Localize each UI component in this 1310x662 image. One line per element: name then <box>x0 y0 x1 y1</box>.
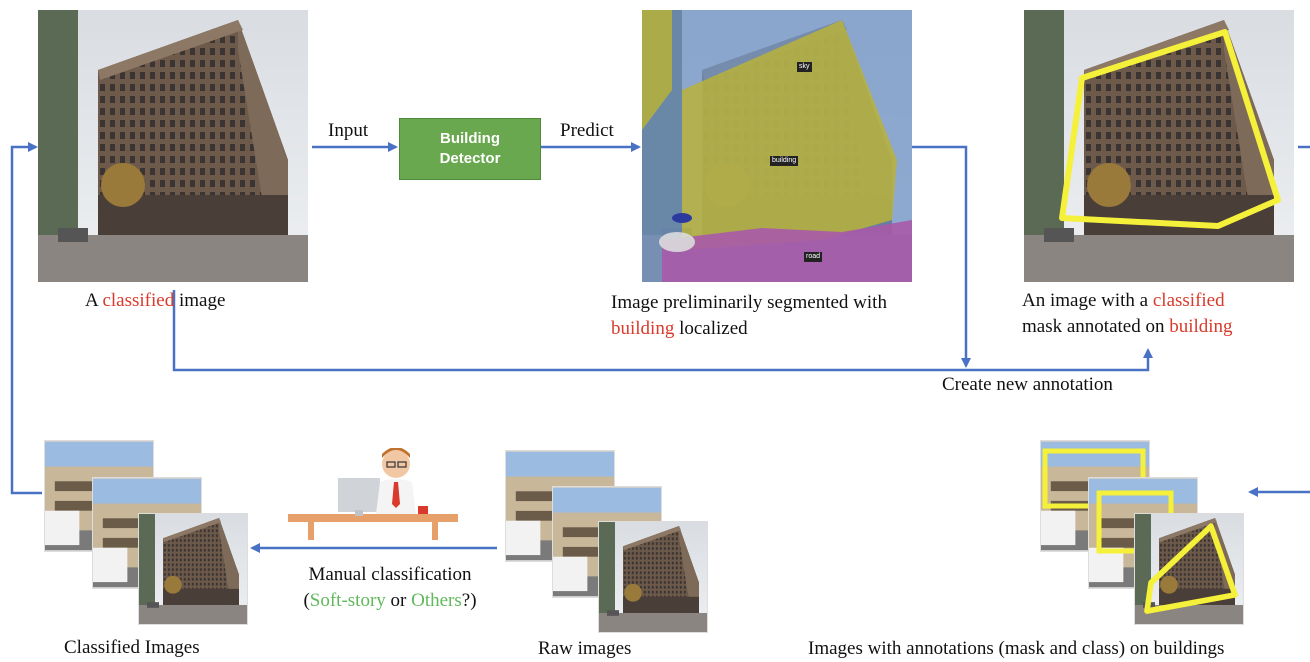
building-detector-box: Building Detector <box>399 118 541 180</box>
caption-highlight: building <box>611 318 675 339</box>
segmented-image-caption: Image preliminarily segmented with build… <box>611 290 887 342</box>
segmented-image: sky building road <box>642 10 912 282</box>
caption-text: ( <box>303 590 310 611</box>
segment-to-annotation-arrow <box>912 145 971 368</box>
manual-label-line2: (Soft-story or Others?) <box>283 588 497 614</box>
caption-text: localized <box>674 318 748 339</box>
classified-image <box>38 10 308 282</box>
caption-text: Image preliminarily segmented with <box>611 292 887 313</box>
caption-highlight: building <box>1169 316 1233 337</box>
annotated-stack-image <box>1134 513 1244 625</box>
caption-highlight: classified <box>1152 290 1225 311</box>
caption-text: A <box>85 290 103 311</box>
person-at-desk-icon <box>288 447 458 548</box>
detector-label-line2: Detector <box>439 150 501 167</box>
seg-tag-sky: sky <box>797 62 812 72</box>
classified-to-annotation-arrow <box>172 290 1153 372</box>
caption-highlight: classified <box>102 290 175 311</box>
classified-images-label: Classified Images <box>64 637 200 658</box>
classified-stack-image <box>138 513 248 625</box>
raw-images-label: Raw images <box>538 638 632 659</box>
predict-label: Predict <box>560 120 614 141</box>
input-label: Input <box>328 120 369 141</box>
seg-tag-building: building <box>770 156 799 166</box>
annotated-image <box>1020 10 1298 282</box>
soft-story-option: Soft-story <box>309 590 386 611</box>
feedback-loop-arrow <box>10 142 42 495</box>
seg-tag-road: road <box>804 252 823 262</box>
classified-image-caption: A classified image <box>85 288 225 314</box>
detector-label-line1: Building <box>440 130 500 147</box>
manual-classification-label: Manual classification (Soft-story or Oth… <box>283 562 497 614</box>
caption-text: image <box>174 290 226 311</box>
caption-text: An image with a <box>1022 290 1153 311</box>
create-annotation-label: Create new annotation <box>942 374 1113 395</box>
caption-text: mask annotated on <box>1022 316 1170 337</box>
caption-text: or <box>385 590 412 611</box>
others-option: Others <box>411 590 462 611</box>
raw-stack-image <box>598 521 708 633</box>
annotated-images-label: Images with annotations (mask and class)… <box>808 638 1225 659</box>
annotated-image-caption: An image with a classified mask annotate… <box>1022 288 1233 340</box>
manual-label-line1: Manual classification <box>308 564 472 585</box>
caption-text: ?) <box>461 590 477 611</box>
